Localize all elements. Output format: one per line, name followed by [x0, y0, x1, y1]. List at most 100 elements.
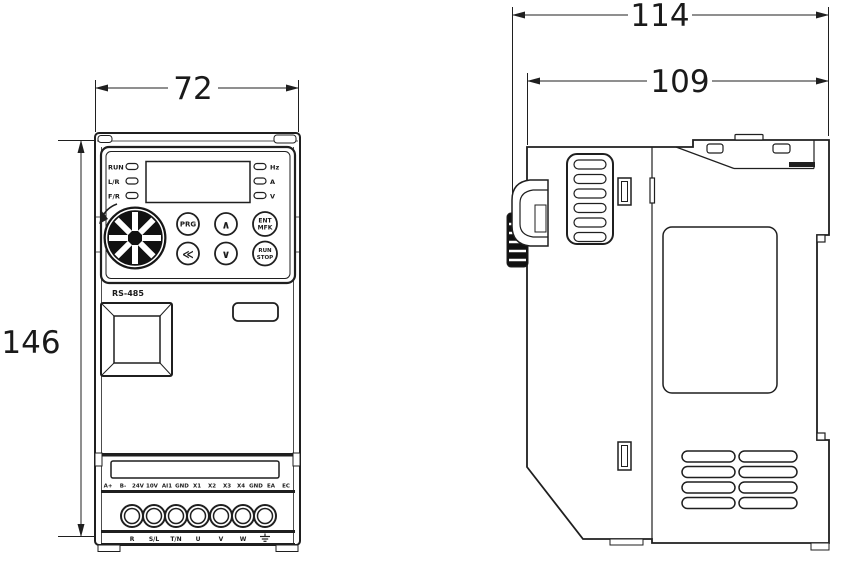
divider-clip: [649, 177, 656, 204]
side-vent-grille-bottom: [681, 450, 798, 510]
rotary-knob-icon[interactable]: [103, 206, 167, 270]
dim-front-height: 146: [1, 140, 95, 537]
dim-depth-overall: 114: [512, 0, 829, 210]
shift-arrows-icon: ≪: [182, 248, 194, 261]
shift-button[interactable]: [176, 241, 200, 266]
terminal-block: A+ B- 24V 10V AI1 GND X1 X2 X3 X4 GND EA…: [94, 452, 301, 546]
led-v: [253, 191, 267, 200]
side-slot-upper: [617, 177, 632, 206]
led-a: [253, 177, 267, 185]
terminal-label: EC: [282, 484, 290, 490]
vent-slot: [738, 496, 798, 510]
control-terminal-strip[interactable]: [110, 460, 280, 479]
ent-mfk-button[interactable]: [252, 211, 278, 237]
side-foot-rear: [810, 542, 830, 551]
ent-button-label-1: ENT: [258, 218, 272, 225]
terminal-label: X4: [237, 484, 245, 490]
nameplate-area: [662, 226, 778, 394]
led-label-lr: L/R: [108, 178, 120, 186]
dim-front-width: 72: [95, 71, 299, 132]
knob-bracket-detail: [534, 204, 547, 233]
terminal-label: GND: [175, 484, 189, 490]
rs485-label: RS-485: [112, 289, 144, 298]
terminal-label: 24V: [132, 484, 145, 490]
terminal-separator: [101, 490, 295, 493]
terminal-label: U: [196, 536, 201, 543]
vent-slot: [573, 202, 607, 214]
vent-slot: [573, 217, 607, 228]
vent-slot: [681, 481, 736, 494]
terminal-cover-edge: [101, 453, 295, 457]
hood-slot: [772, 143, 791, 154]
ent-button-label-2: MFK: [258, 225, 273, 232]
foot-right: [275, 544, 299, 552]
terminal-label: X3: [223, 484, 231, 490]
din-hook-top: [816, 234, 826, 243]
arrowhead-right: [816, 77, 829, 85]
vent-slot: [681, 450, 736, 463]
led-label-fr: F/R: [108, 193, 120, 201]
terminal-label: W: [240, 536, 247, 543]
vent-slot: [573, 188, 607, 199]
control-terminal-labels: A+ B- 24V 10V AI1 GND X1 X2 X3 X4 GND EA…: [104, 484, 290, 490]
dim-depth-body: 109: [527, 64, 829, 145]
down-button[interactable]: [214, 241, 238, 266]
cover-tab-right: [292, 452, 301, 467]
dim-front-width-value: 72: [173, 71, 212, 107]
vent-slot: [573, 159, 607, 170]
terminal-label: X1: [193, 484, 201, 490]
arrowhead-left: [512, 11, 525, 19]
keypad-bezel-inner: [105, 151, 291, 279]
terminal-label: S/L: [149, 536, 160, 543]
side-view: 114 109: [506, 0, 830, 551]
seven-segment-display: [145, 160, 251, 204]
terminal-separator: [101, 530, 295, 533]
terminal-screw[interactable]: [253, 504, 277, 528]
din-top-tab: [734, 133, 764, 141]
terminal-label: R: [130, 536, 135, 543]
up-button[interactable]: [214, 212, 238, 236]
arrowhead-top: [77, 140, 85, 153]
side-foot-front: [609, 538, 644, 546]
terminal-label: V: [219, 536, 224, 543]
dim-depth-body-value: 109: [650, 64, 709, 100]
dim-depth-overall-value: 114: [630, 0, 689, 34]
status-leds-left: RUN L/R F/R: [108, 162, 139, 201]
terminal-label: X2: [208, 484, 216, 490]
led-label-run: RUN: [108, 164, 124, 172]
led-hz: [253, 162, 267, 171]
prg-button[interactable]: [176, 212, 200, 236]
up-arrow-icon: ∧: [222, 219, 231, 232]
keypad-buttons: PRG ∧ ENT MFK ≪ ∨ RUN STOP: [176, 211, 278, 267]
down-arrow-icon: ∨: [222, 248, 231, 261]
arrowhead-left: [527, 77, 540, 85]
side-knob: [506, 179, 549, 268]
arrowhead-right: [286, 84, 299, 92]
rs485-socket-inner: [113, 315, 161, 364]
run-stop-button[interactable]: [252, 240, 278, 267]
front-view: 72 146: [1, 71, 301, 552]
prg-button-label: PRG: [180, 221, 197, 229]
vent-slot: [681, 465, 736, 479]
hood-step: [789, 162, 815, 167]
keypad: RUN L/R F/R Hz A V: [99, 145, 297, 285]
vent-slot: [573, 231, 607, 243]
led-label-a: A: [270, 178, 275, 186]
terminal-label: GND: [249, 484, 263, 490]
led-label-v: V: [270, 193, 275, 201]
arrowhead-left: [95, 84, 108, 92]
terminal-label: AI1: [162, 484, 172, 490]
power-terminal-screws: [120, 504, 277, 528]
terminal-label: A+: [104, 484, 113, 490]
arrowhead-right: [816, 11, 829, 19]
rs485-port: RS-485: [100, 289, 173, 377]
cover-tab-left: [94, 452, 103, 467]
terminal-label: T/N: [170, 536, 181, 543]
terminal-bottom-edge: [101, 543, 295, 546]
side-slot-lower: [617, 441, 632, 471]
power-terminal-labels: R S/L T/N U V W: [130, 533, 270, 543]
rs485-socket-outer[interactable]: [100, 302, 173, 377]
side-vent-grille-top: [566, 153, 614, 245]
